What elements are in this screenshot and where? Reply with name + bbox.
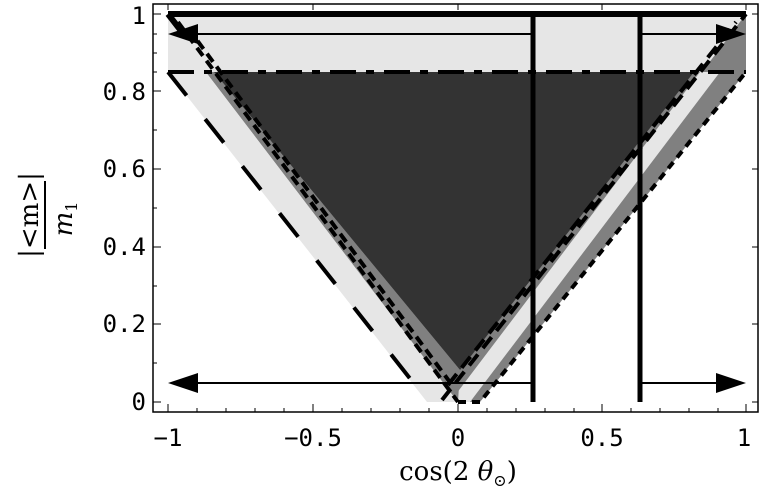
boundary-lines	[165, 11, 748, 404]
y-axis-title: |<m>| m1	[15, 172, 81, 258]
arrow-right-icon	[716, 373, 746, 393]
x-tick-labels: −1 −0.5 0 0.5 1	[154, 424, 752, 452]
y-tick-label: 1	[132, 2, 146, 30]
y-tick-label: 0.4	[103, 233, 146, 261]
y-axis-numerator: |<m>|	[15, 172, 45, 258]
arrow-right-icon	[716, 24, 746, 44]
arrow-left-icon	[168, 24, 198, 44]
x-tick-label: 0.5	[580, 424, 623, 452]
y-tick-label: 0.6	[103, 155, 146, 183]
y-axis-denominator: m1	[49, 202, 81, 237]
x-tick-label: −0.5	[284, 424, 342, 452]
light-strip-right	[450, 72, 720, 402]
y-tick-labels: 0 0.2 0.4 0.6 0.8 1	[103, 2, 146, 416]
y-tick-label: 0.2	[103, 310, 146, 338]
y-tick-label: 0.8	[103, 78, 146, 106]
arrow-heads	[168, 24, 746, 393]
dark-triangle	[214, 72, 694, 370]
arrow-left-icon	[168, 373, 198, 393]
shaded-regions	[168, 14, 746, 402]
x-axis-title: cos(2 θ⊙)	[399, 457, 517, 490]
x-ticks	[167, 4, 747, 412]
y-ticks	[153, 13, 758, 403]
y-tick-label: 0	[132, 388, 146, 416]
x-tick-label: 1	[737, 424, 751, 452]
x-tick-label: −1	[154, 424, 183, 452]
x-tick-label: 0	[451, 424, 465, 452]
